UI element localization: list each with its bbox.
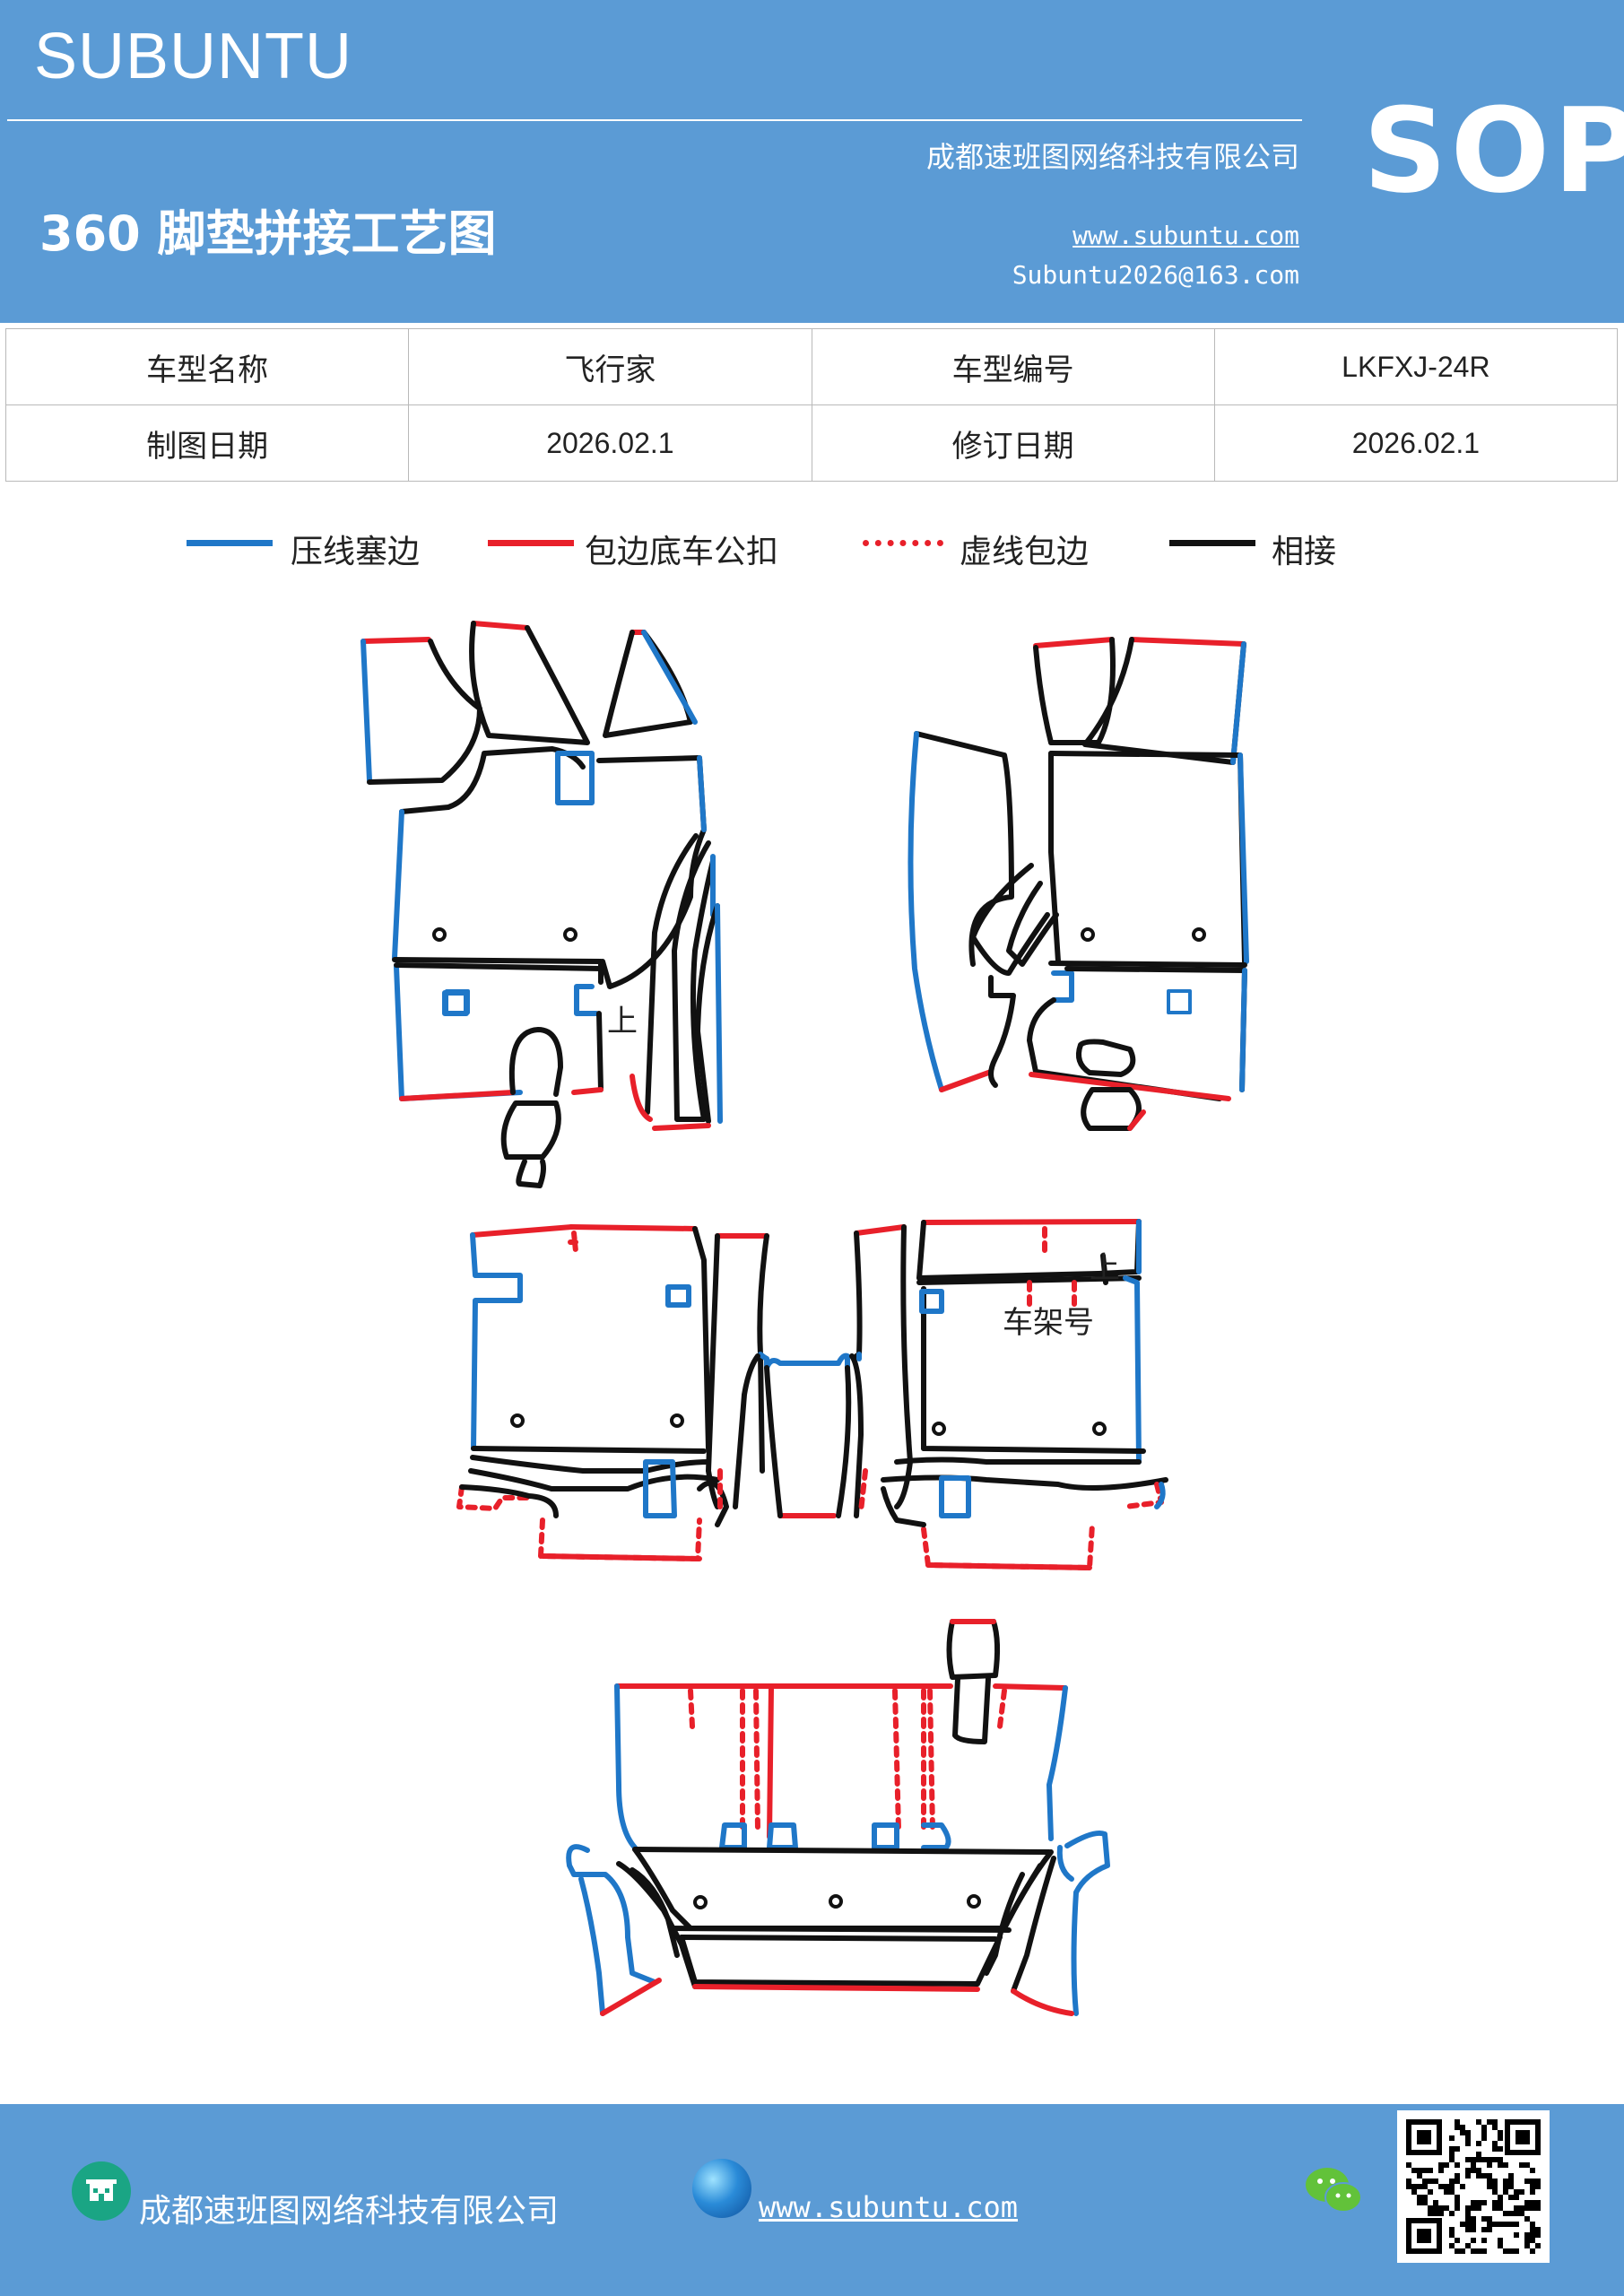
legend: 压线塞边 包边底车公扣 虚线包边 相接 — [0, 527, 1624, 572]
wechat-icon[interactable] — [1302, 2163, 1365, 2219]
legend-swatch — [488, 540, 574, 546]
header-email[interactable]: Subuntu2026@163.com — [1012, 260, 1299, 290]
legend-label: 包边底车公扣 — [585, 534, 779, 570]
middle-mat-holes — [510, 1413, 1107, 1436]
rear-mat-holes — [693, 1894, 981, 1909]
header-website-link[interactable]: www.subuntu.com — [1073, 221, 1299, 250]
label-model-code: 车型编号 — [811, 328, 1215, 405]
value-draw-date: 2026.02.1 — [408, 404, 812, 482]
table-row: 制图日期 2026.02.1 修订日期 2026.02.1 — [4, 404, 1619, 482]
frame-number-label: 车架号 — [1003, 1305, 1094, 1341]
label-draw-date: 制图日期 — [4, 404, 410, 482]
floor-mat-diagram: 上 上 车架号 — [360, 621, 1249, 2016]
table-row: 车型名称 飞行家 车型编号 LKFXJ-24R — [4, 328, 1619, 405]
rear-mat — [566, 1619, 1110, 2016]
front-left-mats — [360, 621, 723, 1188]
legend-label: 压线塞边 — [291, 534, 421, 570]
sop-badge: SOP — [1363, 83, 1624, 219]
label-model-name: 车型名称 — [4, 328, 410, 405]
document-title: 360 脚垫拼接工艺图 — [39, 205, 497, 262]
middle-mats — [456, 1219, 1168, 1570]
footer-website-link[interactable]: www.subuntu.com — [759, 2190, 1018, 2224]
brand-logo: SUBUNTU — [34, 21, 353, 92]
front-mat-holes — [432, 927, 1206, 1014]
vehicle-info-table: 车型名称 飞行家 车型编号 LKFXJ-24R 制图日期 2026.02.1 修… — [4, 328, 1619, 482]
legend-label: 虚线包边 — [960, 534, 1090, 570]
up-direction-label: 上 — [1090, 1250, 1120, 1286]
header-divider — [7, 119, 1302, 121]
up-direction-label: 上 — [607, 1004, 638, 1039]
legend-swatch — [1169, 540, 1255, 546]
building-icon — [72, 2161, 131, 2221]
header-banner — [0, 0, 1624, 323]
legend-swatch — [187, 540, 273, 546]
value-revise-date: 2026.02.1 — [1213, 404, 1619, 482]
front-right-mats — [908, 637, 1249, 1131]
label-revise-date: 修订日期 — [811, 404, 1215, 482]
legend-label: 相接 — [1272, 534, 1337, 570]
legend-swatch — [863, 540, 943, 546]
qr-code[interactable] — [1397, 2110, 1550, 2263]
globe-icon — [692, 2159, 751, 2218]
value-model-name: 飞行家 — [408, 328, 812, 405]
value-model-code: LKFXJ-24R — [1213, 328, 1619, 405]
header-company-name: 成都速班图网络科技有限公司 — [925, 140, 1299, 174]
footer-company-name: 成都速班图网络科技有限公司 — [139, 2193, 560, 2230]
